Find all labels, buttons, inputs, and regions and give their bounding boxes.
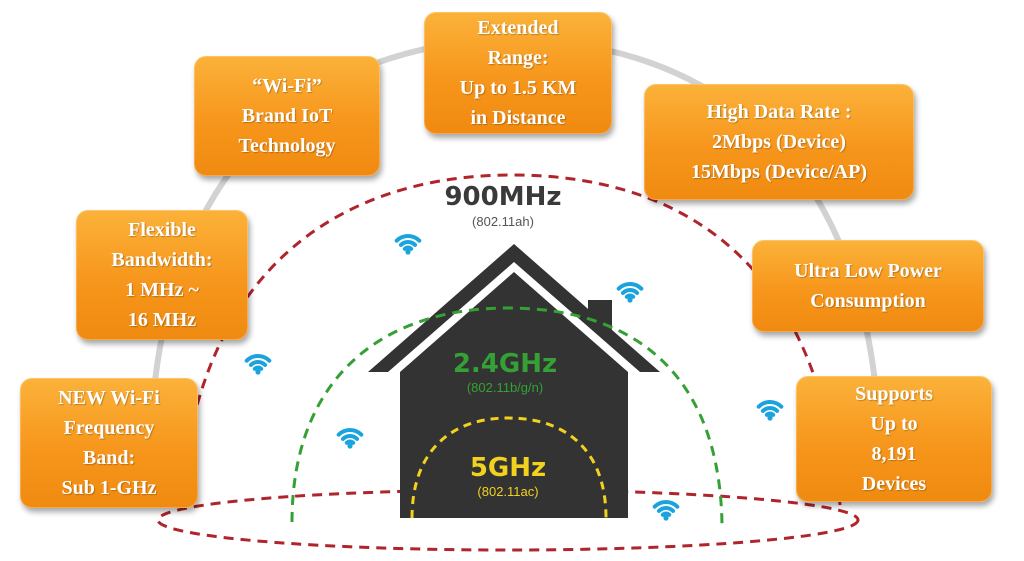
ring-24ghz (290, 306, 724, 526)
feature-box-power: Ultra Low Power Consumption (752, 240, 984, 332)
wifi-icon (336, 428, 364, 449)
feature-text-bandwidth: Flexible Bandwidth: 1 MHz ~ 16 MHz (111, 219, 213, 331)
wifi-icon (756, 400, 784, 421)
feature-box-sub1ghz: NEW Wi-Fi Frequency Band: Sub 1-GHz (20, 378, 198, 508)
feature-box-brand: “Wi-Fi” Brand IoT Technology (194, 56, 380, 176)
feature-box-datarate: High Data Rate : 2Mbps (Device) 15Mbps (… (644, 84, 914, 200)
wifi-icon (244, 354, 272, 375)
feature-text-devices: Supports Up to 8,191 Devices (855, 383, 933, 495)
feature-text-brand: “Wi-Fi” Brand IoT Technology (238, 75, 336, 157)
band-24-standard: (802.11b/g/n) (467, 380, 543, 395)
house-body (400, 272, 628, 518)
band-24-label: 2.4GHz (453, 349, 557, 379)
band-5-label: 5GHz (470, 453, 546, 483)
feature-text-datarate: High Data Rate : 2Mbps (Device) 15Mbps (… (690, 101, 868, 183)
house-roof (368, 244, 660, 372)
feature-box-bandwidth: Flexible Bandwidth: 1 MHz ~ 16 MHz (76, 210, 248, 340)
house-chimney (588, 300, 612, 330)
wifi-icon (616, 282, 644, 303)
band-900-label: 900MHz (444, 182, 561, 212)
wifi-icon (652, 500, 680, 521)
ring-5ghz (410, 416, 608, 519)
feature-text-sub1ghz: NEW Wi-Fi Frequency Band: Sub 1-GHz (58, 387, 160, 499)
wifi-icon (394, 234, 422, 255)
feature-text-power: Ultra Low Power Consumption (794, 260, 942, 312)
feature-text-range: Extended Range: Up to 1.5 KM in Distance (459, 17, 577, 129)
band-900-standard: (802.11ah) (472, 214, 534, 229)
feature-box-range: Extended Range: Up to 1.5 KM in Distance (424, 12, 612, 134)
band-5-standard: (802.11ac) (477, 484, 538, 499)
feature-box-devices: Supports Up to 8,191 Devices (796, 376, 992, 502)
